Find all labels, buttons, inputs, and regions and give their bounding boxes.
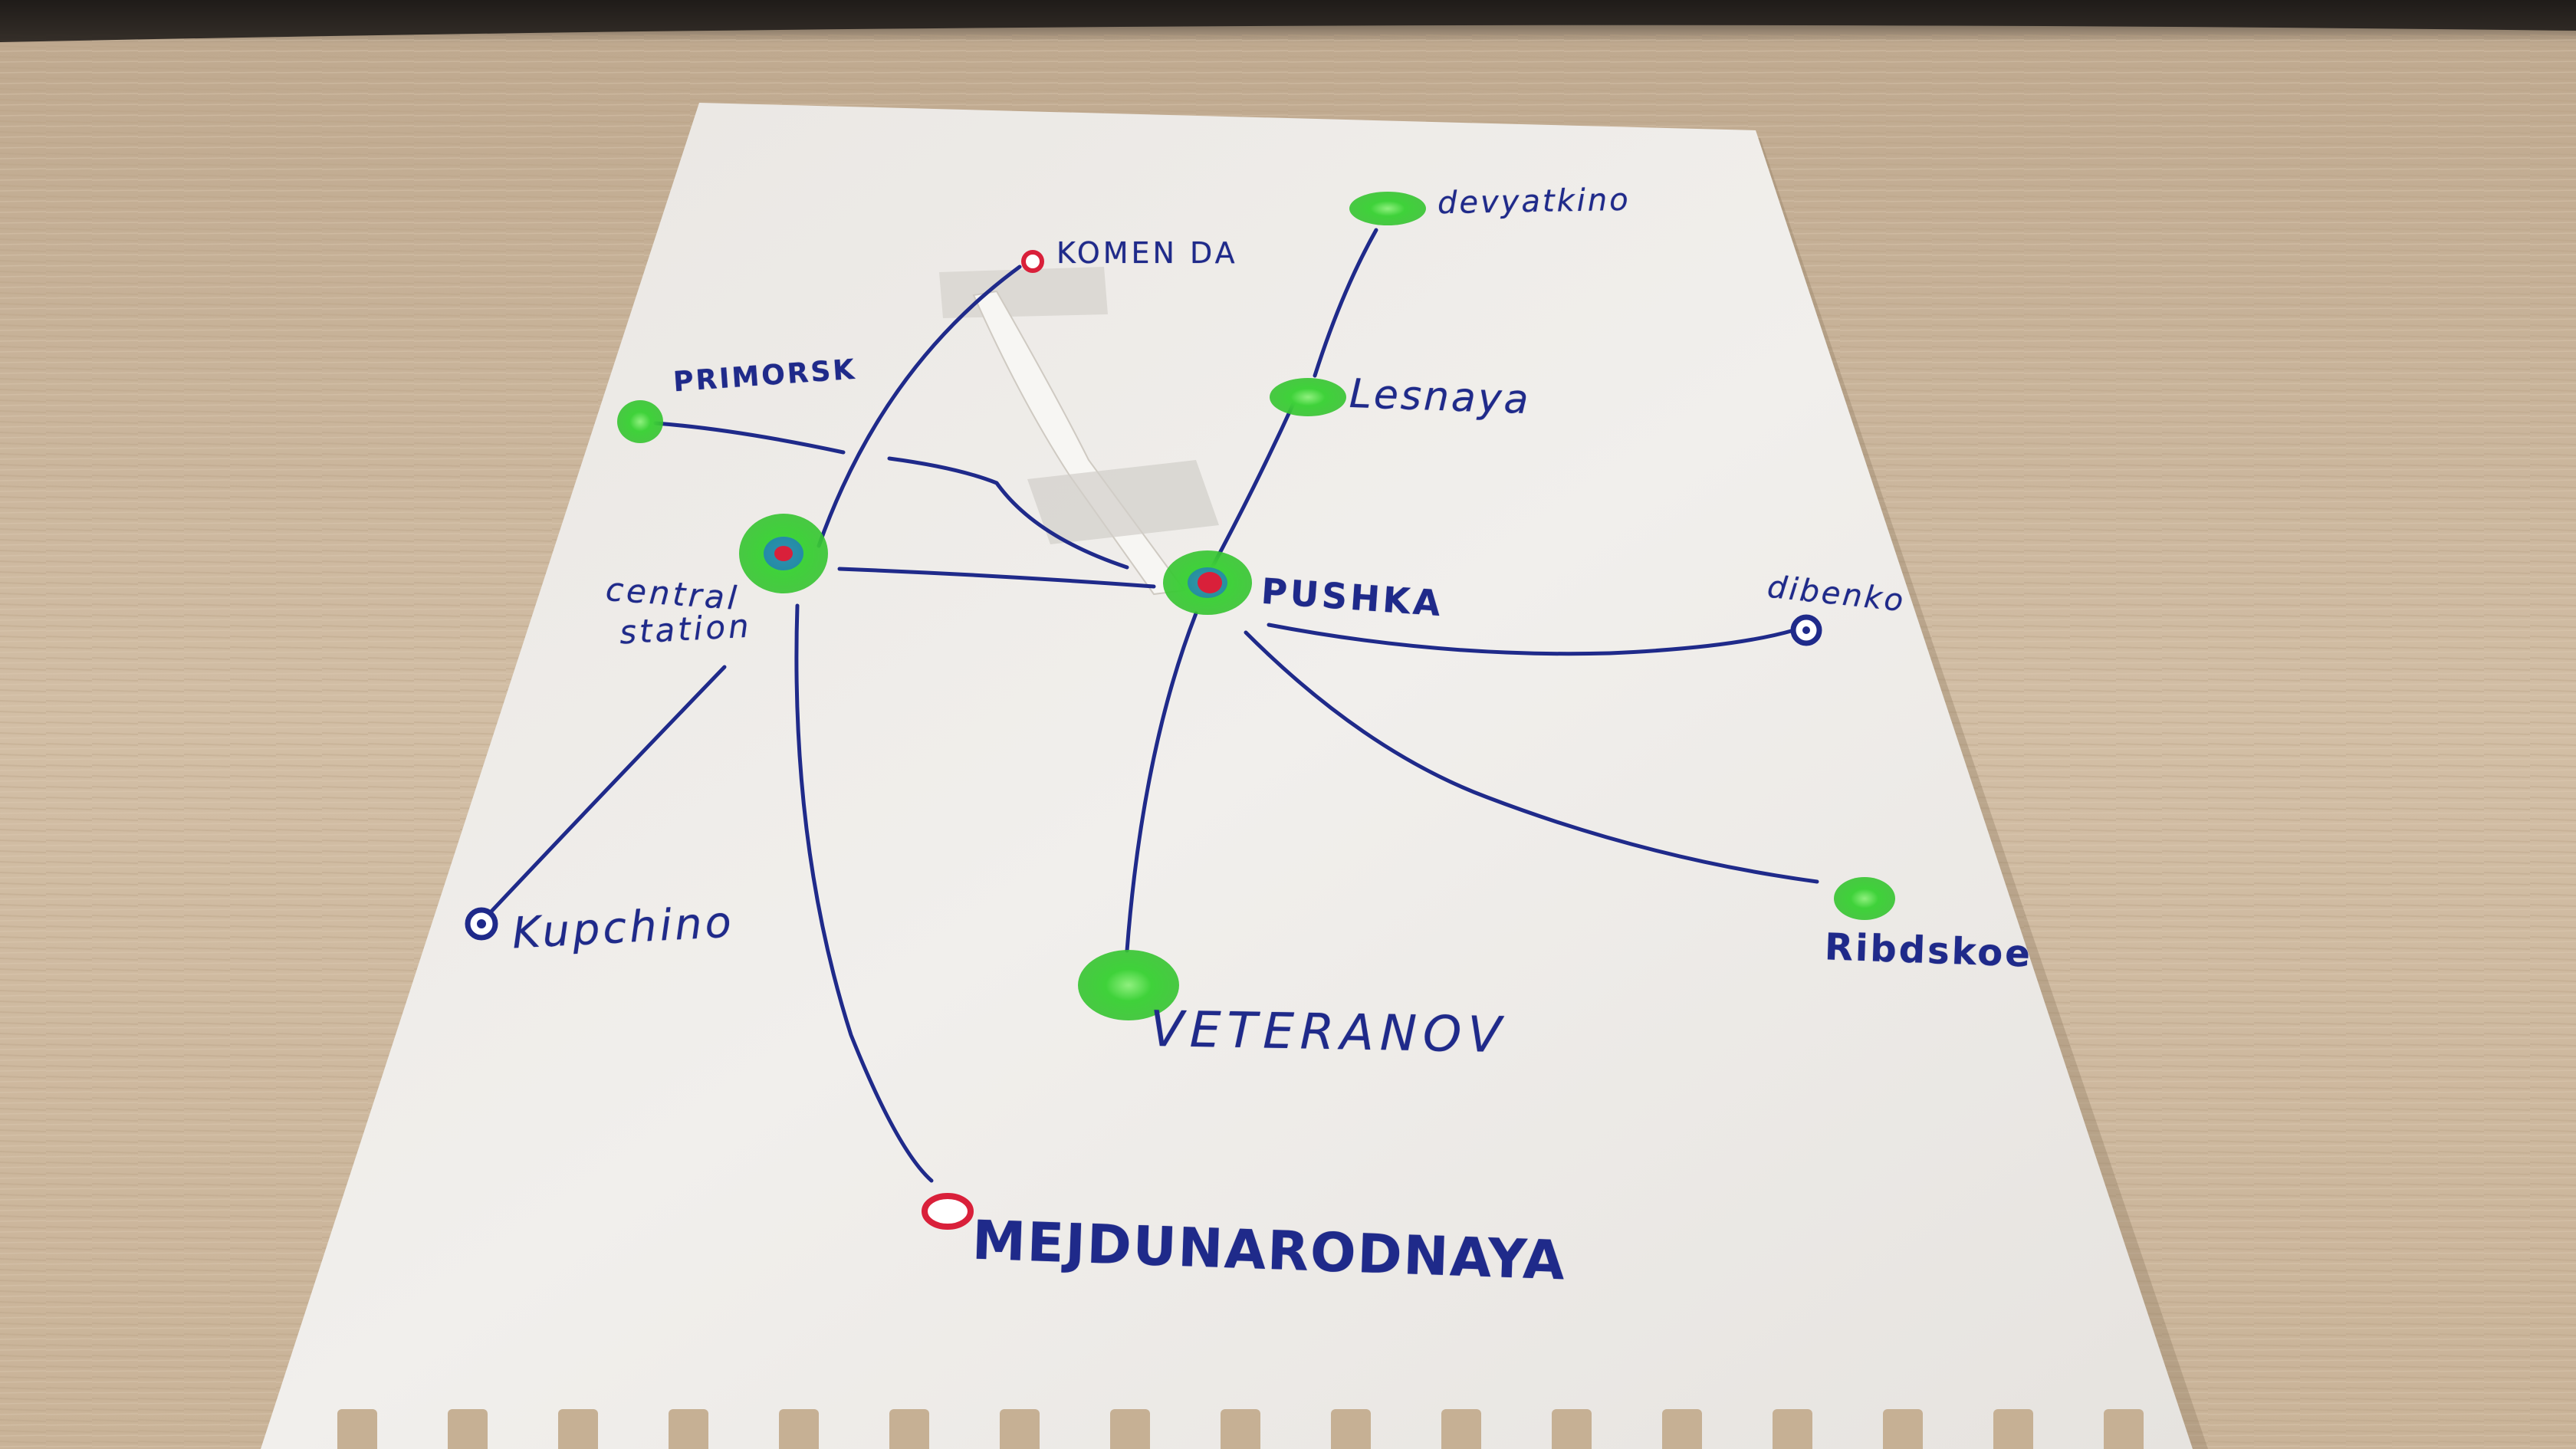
perforation-hole [1552,1409,1592,1449]
notepad-perforation [337,1409,2144,1449]
station-primorsk-marker [617,400,663,443]
station-label-komenda: KOMEN DA [1056,236,1238,270]
line-central-mejdunarodnaya [794,603,934,1183]
perforation-hole [779,1409,819,1449]
line-komenda-pushka-branch [887,456,1129,570]
paper-sheet [261,103,2193,1449]
station-label-devyatkino: devyatkino [1437,182,1631,222]
line-pushka-ribdskoe [1244,630,1819,884]
perforation-hole [1993,1409,2033,1449]
line-pushka-veteranov [1125,611,1198,953]
station-label-mejdunarodnaya: MEJDUNARODNAYA [971,1208,1568,1293]
perforation-hole [889,1409,929,1449]
adhesive-tape [939,267,1219,596]
station-markers [465,192,1895,1230]
station-label-pushka: PUSHKA [1260,570,1445,625]
station-devyatkino-marker [1349,192,1426,225]
line-pushka-lesnaya [1209,396,1298,571]
perforation-hole [558,1409,598,1449]
table-top-shadow [0,0,2576,42]
station-label-dibenko: dibenko [1766,569,1907,619]
line-primorsk-split [653,421,846,455]
station-kupchino-marker [465,907,498,941]
route-lines [485,228,1819,1183]
perforation-hole [1441,1409,1481,1449]
perforation-hole [1662,1409,1702,1449]
perforation-hole [337,1409,377,1449]
station-lesnaya-marker [1270,378,1346,416]
station-pushka-marker [1163,550,1252,615]
perforation-hole [1883,1409,1923,1449]
station-label-veteranov: VETERANOV [1149,1001,1508,1065]
line-pushka-dibenko [1267,623,1796,656]
station-komenda-marker [1021,250,1044,273]
perforation-hole [1000,1409,1040,1449]
line-central-komenda [816,264,1022,548]
line-central-pushka [837,567,1156,589]
perforation-hole [448,1409,488,1449]
station-label-primorsk: PRIMORSK [672,353,858,399]
line-lesnaya-devyatkino [1313,228,1378,378]
station-veteranov-marker [1078,950,1179,1020]
station-label-ribdskoe: Ribdskoe [1824,925,2033,976]
perforation-hole [1773,1409,1812,1449]
line-central-kupchino [485,665,727,918]
station-label-central-line2: station [618,606,753,652]
station-label-kupchino: Kupchino [511,897,736,959]
station-ribdskoe-marker [1834,877,1895,920]
perforation-hole [669,1409,708,1449]
station-label-lesnaya: Lesnaya [1349,370,1532,424]
station-mejdunarodnaya-marker [922,1193,974,1230]
perforation-hole [1110,1409,1150,1449]
perforation-hole [1221,1409,1260,1449]
station-central-marker [739,514,828,593]
perforation-hole [2104,1409,2144,1449]
station-dibenko-marker [1790,614,1822,646]
perforation-hole [1331,1409,1371,1449]
